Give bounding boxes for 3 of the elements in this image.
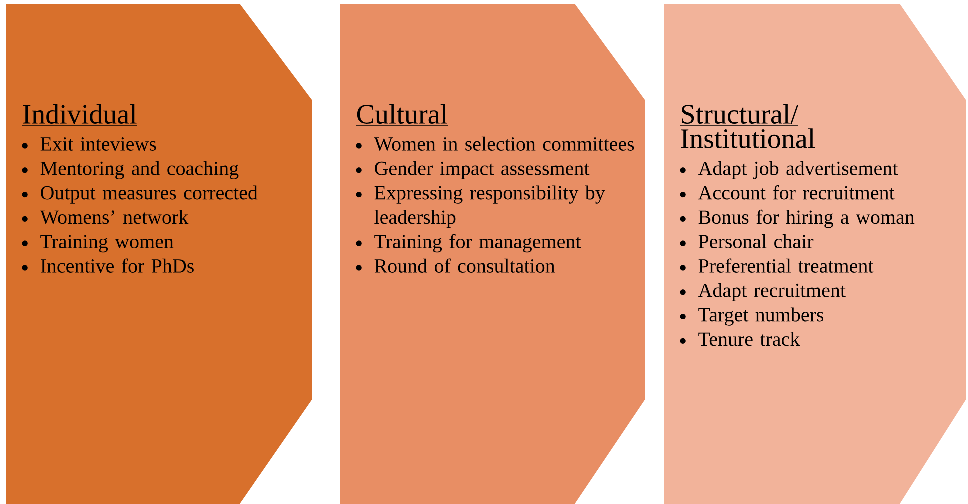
chevron-box: Cultural Women in selection committees Gender impact assessment Expressing responsibility by leadership Training for management Round of consultation: [340, 4, 645, 504]
chevron-box: Structural/ Institutional Adapt job advertisement Account for recruitment Bonus for hiring a woman Personal chair Preferential treatment Adapt recruitment Target numbers Tenure track: [664, 4, 966, 504]
chevron-box: Individual Exit inteviews Mentoring and coaching Output measures corrected Womens’ network Training women Incentive for PhDs: [6, 4, 312, 504]
